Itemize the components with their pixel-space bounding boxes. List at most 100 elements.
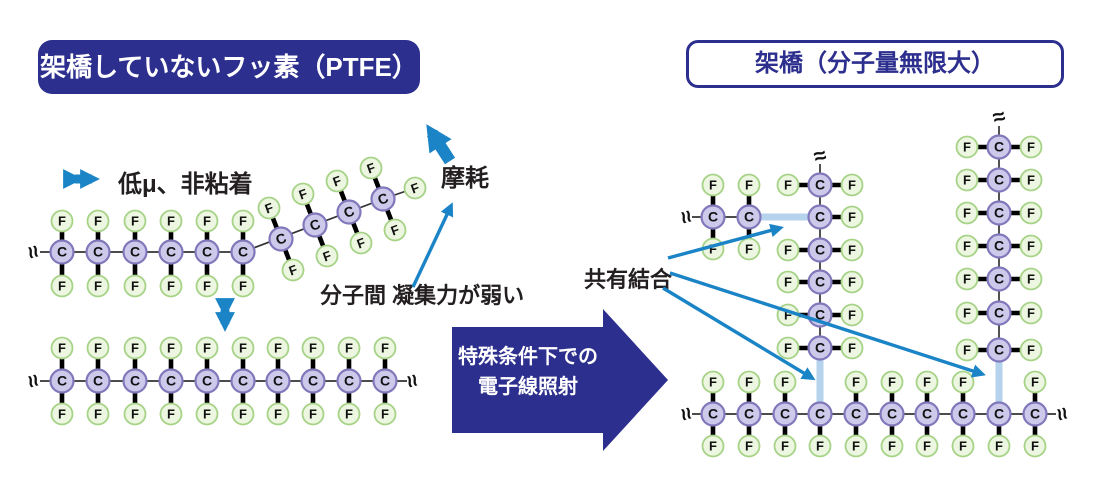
atom-symbol: F (309, 341, 317, 356)
atom-symbol: C (202, 244, 212, 260)
atom-symbol: F (239, 214, 247, 229)
atom-symbol: F (963, 272, 971, 287)
chain-break-icon: ≈ (20, 372, 47, 390)
process-arrow-text: 特殊条件下での 電子線照射 (452, 342, 604, 402)
fluorine-atom (844, 434, 868, 458)
carbon-atom (265, 368, 291, 394)
annotation-arrows (63, 124, 986, 381)
carbon-atom (1022, 401, 1048, 427)
carbon-atom (807, 204, 833, 230)
fluorine-atom (86, 402, 110, 426)
fluorine-atom (840, 303, 864, 327)
fluorine-atom (955, 338, 979, 362)
atom-symbol: F (167, 341, 175, 356)
atom-symbol: F (381, 341, 389, 356)
atom-symbol: F (1027, 206, 1035, 221)
fluorine-atom (86, 336, 110, 360)
atom-symbol: C (994, 271, 1004, 287)
carbon-atom (370, 186, 396, 212)
wear-arrow-icon (426, 124, 456, 165)
process-arrow-line1: 特殊条件下での (458, 346, 598, 368)
atom-symbol: C (308, 373, 318, 389)
carbon-atom (700, 401, 726, 427)
carbon-atom (986, 266, 1012, 292)
atom-symbol: F (274, 341, 282, 356)
fluorine-atom (844, 370, 868, 394)
fluorine-atom (955, 135, 979, 159)
fluorine-atom (281, 258, 305, 282)
label-wear: 摩耗 (441, 165, 489, 192)
atom-symbol: F (848, 243, 856, 258)
atom-symbol: C (93, 373, 103, 389)
fluorine-atom (159, 336, 183, 360)
atom-symbol: F (1027, 173, 1035, 188)
carbon-atom (986, 300, 1012, 326)
fluorine-atom (880, 434, 904, 458)
atom-symbol: F (709, 375, 717, 390)
carbon-atom (85, 368, 111, 394)
fluorine-atom (123, 402, 147, 426)
atom-symbol: F (167, 407, 175, 422)
atom-symbol: C (815, 209, 825, 225)
carbon-atom (122, 368, 148, 394)
carbon-atom (879, 401, 905, 427)
fluorine-atom (50, 209, 74, 233)
fluorine-atom (1019, 338, 1043, 362)
atom-symbol: C (166, 373, 176, 389)
fluorine-atom (915, 434, 939, 458)
atom-symbol: F (888, 439, 896, 454)
atom-symbol: C (994, 406, 1004, 422)
fluorine-atom (955, 168, 979, 192)
fluorine-atom (359, 156, 383, 180)
fluorine-atom (951, 434, 975, 458)
carbon-atom (336, 199, 362, 225)
fluorine-atom (1019, 234, 1043, 258)
fluorine-atom (840, 238, 864, 262)
carbon-atom (807, 172, 833, 198)
atom-symbol: F (131, 214, 139, 229)
carbon-atom (336, 368, 362, 394)
atom-symbol: F (345, 341, 353, 356)
fluorine-atom (880, 370, 904, 394)
fluorine-atom (315, 244, 339, 268)
atom-symbol: F (852, 439, 860, 454)
atom-symbol: F (852, 375, 860, 390)
fluorine-atom (955, 234, 979, 258)
atom-symbol: C (57, 373, 67, 389)
atom-symbol: F (848, 210, 856, 225)
fluorine-atom (840, 173, 864, 197)
fluorine-atom (50, 274, 74, 298)
atom-symbol: F (959, 439, 967, 454)
atom-symbol: F (848, 341, 856, 356)
atom-symbol: C (202, 373, 212, 389)
fluorine-atom (737, 173, 761, 197)
carbon-atom (230, 368, 256, 394)
atom-symbol: F (203, 341, 211, 356)
atom-symbol: F (848, 178, 856, 193)
pointer-arrow-icon (662, 286, 816, 381)
atom-symbol: F (58, 407, 66, 422)
fluorine-atom (1019, 168, 1043, 192)
fluorine-atom (337, 336, 361, 360)
carbon-atom (807, 237, 833, 263)
carbon-atom (950, 401, 976, 427)
atom-symbol: F (709, 439, 717, 454)
atom-symbol: F (745, 375, 753, 390)
atom-symbol: F (816, 439, 824, 454)
carbon-atom (736, 401, 762, 427)
fluorine-atom (231, 336, 255, 360)
fluorine-atom (231, 402, 255, 426)
atom-symbol: F (58, 214, 66, 229)
atom-symbol: C (708, 406, 718, 422)
chain-break-icon: ≈ (20, 243, 47, 261)
fluorine-atom (383, 218, 407, 242)
carbon-atom (772, 401, 798, 427)
fluorine-atom (325, 169, 349, 193)
fluorine-atom (50, 336, 74, 360)
atom-symbol: C (994, 238, 1004, 254)
carbon-atom (986, 401, 1012, 427)
fluorine-atom (86, 209, 110, 233)
fluorine-atom (701, 370, 725, 394)
